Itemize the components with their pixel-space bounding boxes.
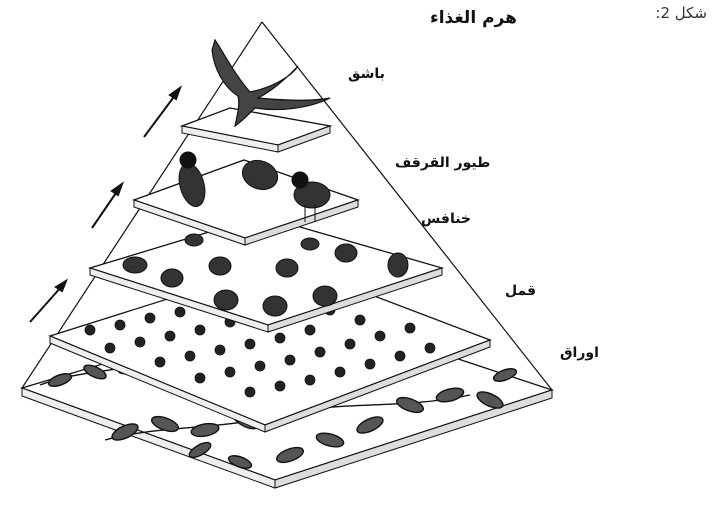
- up-arrow-icon: [30, 281, 66, 322]
- level-label-leaves: اوراق: [560, 345, 599, 361]
- level-label-beetles: خنافس: [421, 211, 471, 227]
- up-arrow-icon: [144, 88, 180, 137]
- level-label-aphids: قمل: [505, 283, 536, 299]
- level-slab-hawk: [182, 40, 330, 152]
- level-label-hawk: باشق: [348, 66, 385, 82]
- up-arrow-icon: [92, 184, 122, 228]
- level-label-tits: طيور القرقف: [395, 155, 490, 171]
- figure-caption: شكل 2:: [655, 4, 707, 22]
- figure-title: هرم الغذاء: [430, 8, 517, 28]
